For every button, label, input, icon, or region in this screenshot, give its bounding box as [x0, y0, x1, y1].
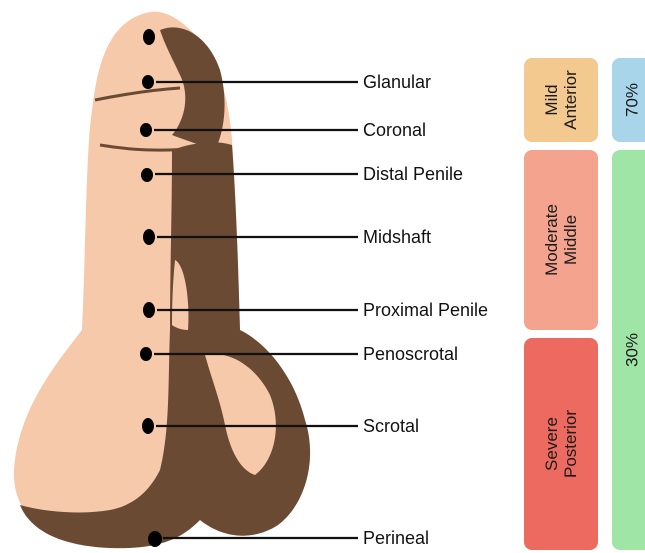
scrotum-highlight-left	[30, 395, 150, 500]
marker-midshaft	[143, 229, 155, 245]
label-penoscrotal: Penoscrotal	[363, 344, 458, 364]
percent-band-top: 70%	[612, 58, 645, 142]
label-proximal-penile: Proximal Penile	[363, 300, 488, 320]
label-scrotal: Scrotal	[363, 416, 419, 436]
percent-band-bottom: 30%	[612, 150, 645, 550]
severity-band-moderate: Moderate Middle	[524, 150, 598, 330]
severity-band-severe: Severe Posterior	[524, 338, 598, 550]
label-perineal: Perineal	[363, 528, 429, 548]
severity-band-mild: Mild Anterior	[524, 58, 598, 142]
marker-proximal-penile	[143, 302, 155, 318]
severity-band-moderate-text: Moderate Middle	[542, 204, 580, 276]
percent-band-top-text: 70%	[623, 83, 642, 117]
marker-coronal	[140, 123, 152, 137]
label-glanular: Glanular	[363, 72, 431, 92]
label-coronal: Coronal	[363, 120, 426, 140]
marker-distal-penile	[141, 168, 153, 182]
label-midshaft: Midshaft	[363, 227, 431, 247]
severity-severe-line2: Posterior	[561, 410, 580, 478]
severity-moderate-line2: Middle	[561, 204, 580, 276]
marker-perineal	[148, 531, 162, 547]
severity-moderate-line1: Moderate	[542, 204, 561, 276]
marker-glanular	[142, 75, 154, 89]
severity-band-mild-text: Mild Anterior	[542, 70, 580, 130]
marker-penoscrotal	[140, 347, 152, 361]
marker-top	[143, 29, 155, 45]
percent-band-bottom-text: 30%	[623, 333, 642, 367]
severity-mild-line1: Mild	[542, 70, 561, 130]
label-distal-penile: Distal Penile	[363, 164, 463, 184]
severity-band-severe-text: Severe Posterior	[542, 410, 580, 478]
marker-scrotal	[142, 418, 154, 434]
severity-mild-line2: Anterior	[561, 70, 580, 130]
severity-severe-line1: Severe	[542, 410, 561, 478]
